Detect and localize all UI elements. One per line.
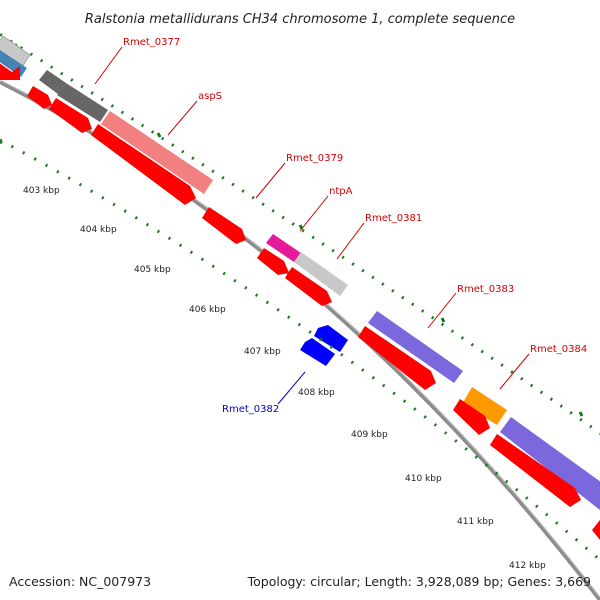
scale-label-403: 403 kbp: [23, 186, 60, 196]
scale-label-408: 408 kbp: [298, 388, 335, 398]
cog-gene-ring: [0, 35, 600, 510]
cog-gene-rmet-0377b: [57, 83, 108, 122]
cog-gene-rmet-0377: [39, 70, 66, 94]
cds-rmet-0377a: [27, 86, 52, 109]
label-leaders: [94, 46, 530, 405]
cds-ntpa: [257, 248, 289, 275]
cds-rmet-0377: [49, 98, 92, 133]
cog-gene-rmet-0381: [294, 252, 348, 296]
scale-labels: 403 kbp 404 kbp 405 kbp 406 kbp 407 kbp …: [23, 186, 546, 571]
scale-label-411: 411 kbp: [457, 517, 494, 527]
cds-rmet-0385: [490, 434, 581, 507]
cds-rmet-0382a: [314, 325, 348, 352]
genome-summary-text: Topology: circular; Length: 3,928,089 bp…: [247, 574, 591, 589]
inner-tick-ring: [0, 138, 600, 562]
map-title: Ralstonia metallidurans CH34 chromosome …: [85, 12, 515, 27]
cog-gene-rmet-0384: [462, 387, 507, 425]
cds-rmet-0383: [358, 326, 436, 390]
gene-label-asps: aspS: [198, 91, 222, 102]
scale-label-412: 412 kbp: [509, 561, 546, 571]
gene-label-rmet-0381: Rmet_0381: [365, 213, 422, 224]
cds-rmet-0376: [0, 63, 20, 80]
scale-label-405: 405 kbp: [134, 265, 171, 275]
gene-label-rmet-0379: Rmet_0379: [286, 153, 343, 164]
cog-gene-ntpa: [266, 234, 301, 262]
gene-label-rmet-0384: Rmet_0384: [530, 344, 587, 355]
cds-rmet-0381: [285, 267, 332, 306]
accession-text: Accession: NC_007973: [9, 574, 151, 589]
scale-label-410: 410 kbp: [405, 474, 442, 484]
cog-gene-rmet-0383: [368, 311, 463, 383]
scale-label-406: 406 kbp: [189, 305, 226, 315]
scale-label-404: 404 kbp: [80, 225, 117, 235]
gene-label-rmet-0382: Rmet_0382: [222, 404, 279, 415]
gene-label-rmet-0377: Rmet_0377: [123, 37, 180, 48]
scale-label-409: 409 kbp: [351, 430, 388, 440]
cog-gene-rmet-0385: [500, 417, 600, 510]
gene-labels: Rmet_0377 aspS Rmet_0379 ntpA Rmet_0381 …: [123, 37, 587, 415]
scale-label-407: 407 kbp: [244, 347, 281, 357]
cds-rmet-0384: [453, 399, 490, 435]
cds-rmet-0386: [592, 520, 600, 540]
cog-gene-rmet-0376-inner: [0, 50, 27, 77]
cds-rmet-0379: [202, 207, 246, 244]
cds-rmet-0382: [300, 338, 335, 366]
gene-label-rmet-0383: Rmet_0383: [457, 284, 514, 295]
cds-ring: [0, 63, 600, 540]
cds-asps: [91, 124, 196, 205]
gene-label-ntpa: ntpA: [329, 186, 353, 197]
cog-gene-asps: [101, 111, 213, 194]
